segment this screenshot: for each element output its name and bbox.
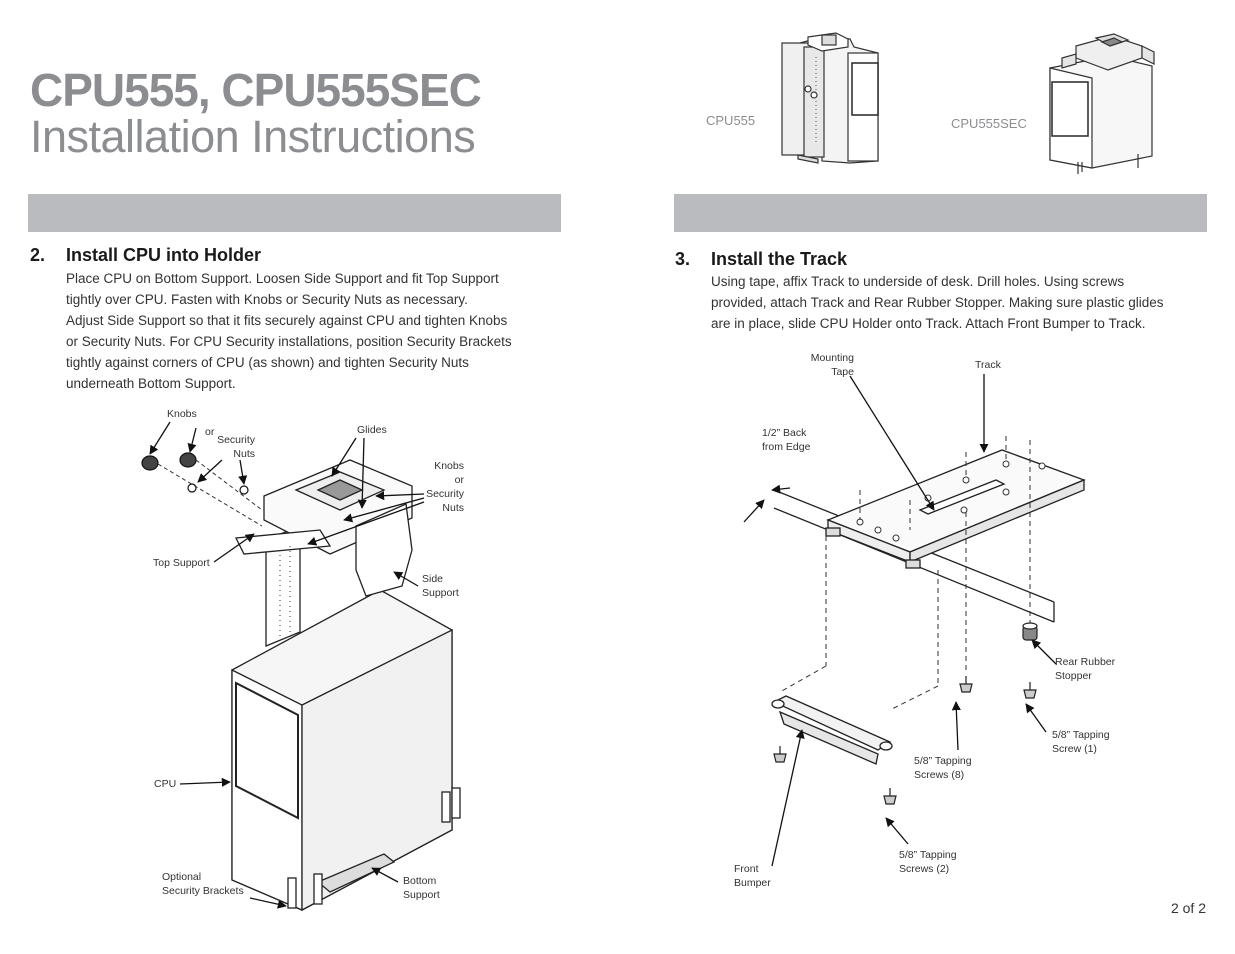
cpu555-label: CPU555	[706, 113, 756, 128]
document-title-model: CPU555, CPU555SEC	[30, 64, 482, 116]
step-2-title: Install CPU into Holder	[66, 245, 262, 265]
step-2-heading: 2. Install CPU into Holder	[30, 245, 560, 267]
section-bar-left	[28, 194, 561, 232]
callout-front-bumper: Front Bumper	[734, 863, 771, 889]
step-3-title: Install the Track	[711, 249, 848, 269]
track-installation-diagram	[743, 374, 1086, 867]
cpu555sec-product-illustration	[1049, 33, 1155, 174]
callout-side-support: Side Support	[422, 573, 459, 599]
step-3-body: Using tape, affix Track to underside of …	[711, 271, 1205, 334]
callout-knobs: Knobs	[167, 408, 197, 420]
section-bar-right	[674, 194, 1207, 232]
callout-tapping-screws-2: 5/8” Tapping Screws (2)	[899, 849, 957, 875]
step-2-line: tightly against corners of CPU (as shown…	[66, 355, 469, 370]
callout-bottom-support: Bottom Support	[403, 875, 440, 901]
callout-cpu: CPU	[154, 778, 177, 790]
callout-or: or	[205, 426, 215, 438]
callout-mounting-tape: Mounting Tape	[810, 352, 854, 378]
step-3-number: 3.	[675, 249, 691, 269]
step-3-heading: 3. Install the Track	[675, 249, 1205, 271]
step-2-number: 2.	[30, 245, 46, 265]
step-3-line: provided, attach Track and Rear Rubber S…	[711, 295, 1164, 310]
step-2-line: underneath Bottom Support.	[66, 376, 236, 391]
step-2-line: Place CPU on Bottom Support. Loosen Side…	[66, 271, 499, 286]
page-number: 2 of 2	[1170, 900, 1206, 916]
cpu555-product-illustration	[781, 32, 879, 164]
step-2-body: Place CPU on Bottom Support. Loosen Side…	[66, 268, 556, 394]
step-3-line: are in place, slide CPU Holder onto Trac…	[711, 316, 1146, 331]
callout-security-nuts: Security Nuts	[217, 434, 255, 460]
callout-top-support: Top Support	[153, 557, 210, 569]
cpu555sec-label: CPU555SEC	[951, 116, 1027, 131]
document-subtitle: Installation Instructions	[30, 111, 476, 162]
step-3-line: Using tape, affix Track to underside of …	[711, 274, 1125, 289]
step-2-line: Adjust Side Support so that it fits secu…	[66, 313, 508, 328]
callout-knobs-or-security-nuts: Knobs or Security Nuts	[426, 460, 464, 514]
cpu-holder-assembly-diagram	[141, 421, 461, 912]
callout-glides: Glides	[357, 424, 387, 436]
callout-rear-rubber-stopper: Rear Rubber Stopper	[1055, 656, 1116, 682]
callout-optional-security-brackets: Optional Security Brackets	[162, 871, 244, 897]
callout-track: Track	[975, 359, 1001, 371]
callout-tapping-screw-1: 5/8” Tapping Screw (1)	[1052, 729, 1110, 755]
step-2-line: tightly over CPU. Fasten with Knobs or S…	[66, 292, 468, 307]
callout-tapping-screws-8: 5/8” Tapping Screws (8)	[914, 755, 972, 781]
callout-half-inch-back: 1/2” Back from Edge	[762, 427, 811, 453]
step-2-line: or Security Nuts. For CPU Security insta…	[66, 334, 512, 349]
